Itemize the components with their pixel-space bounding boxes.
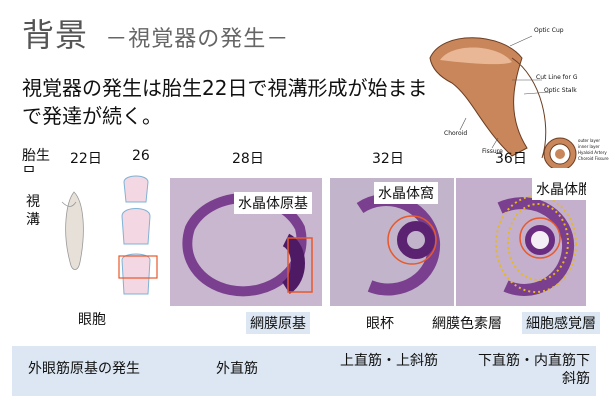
day-label-32: 32日 <box>372 151 404 167</box>
bottom-item-lateral-rectus: 外直筋 <box>216 361 258 377</box>
inset-small-label-inner: inner layer <box>578 144 600 149</box>
label-retinal-pigment-layer: 網膜色素層 <box>428 312 506 334</box>
panel-day28: 水晶体原基 <box>170 178 322 306</box>
label-optic-groove: 視溝 <box>22 192 48 230</box>
panel-day32: 水晶体窩 <box>330 178 454 306</box>
inset-label-optic-stalk: Optic Stalk <box>544 87 577 94</box>
inset-small-label-outer: outer layer <box>578 138 600 143</box>
day-label-26: 26 <box>132 148 150 164</box>
panel-day22-26: 視溝 <box>22 172 168 302</box>
inset-label-choroid: Choroid <box>444 130 468 137</box>
optic-cup-diagram: Optic Cup Cut Line for G Optic Stalk Cho… <box>412 18 610 168</box>
bottom-item-inferior: 下直筋・内直筋下斜筋 <box>478 353 590 387</box>
bottom-item-primordium: 外眼筋原基の発生 <box>28 361 140 377</box>
bottom-item-superior: 上直筋・上斜筋 <box>340 353 438 369</box>
label-lens-placode: 水晶体原基 <box>234 192 312 214</box>
inset-small-label-hyaloid: Hyaloid Artery <box>578 150 607 155</box>
title-sub: －視覚器の発生－ <box>105 27 290 52</box>
inset-label-cut-line: Cut Line for G <box>536 74 578 81</box>
label-retinal-primordium: 網膜原基 <box>246 312 310 334</box>
label-lens-pit: 水晶体窩 <box>374 182 438 204</box>
inset-small-label-fissure: Choroid Fissure <box>578 156 609 161</box>
inset-label-optic-cup: Optic Cup <box>534 27 564 34</box>
label-optic-vesicle: 眼胞 <box>74 308 110 330</box>
title-main: 背景 <box>22 16 89 54</box>
inset-label-fissure: Fissure <box>482 148 503 155</box>
label-sensory-layer: 細胞感覚層 <box>522 312 600 334</box>
day-label-28: 28日 <box>232 151 264 167</box>
extraocular-muscle-bar: 外眼筋原基の発生 外直筋 上直筋・上斜筋 下直筋・内直筋下斜筋 <box>12 346 596 396</box>
lead-text: 視覚器の発生は胎生22日で視溝形成が始ままで発達が続く。 <box>22 76 428 128</box>
day-label-36: 36日 <box>495 151 527 167</box>
label-optic-cup: 眼杯 <box>362 312 398 334</box>
day-label-22: 22日 <box>70 151 102 167</box>
panel-day36: 水晶体胞 <box>456 178 586 306</box>
label-lens-vesicle: 水晶体胞 <box>532 178 586 200</box>
slide-title: 背景 －視覚器の発生－ <box>22 10 289 56</box>
